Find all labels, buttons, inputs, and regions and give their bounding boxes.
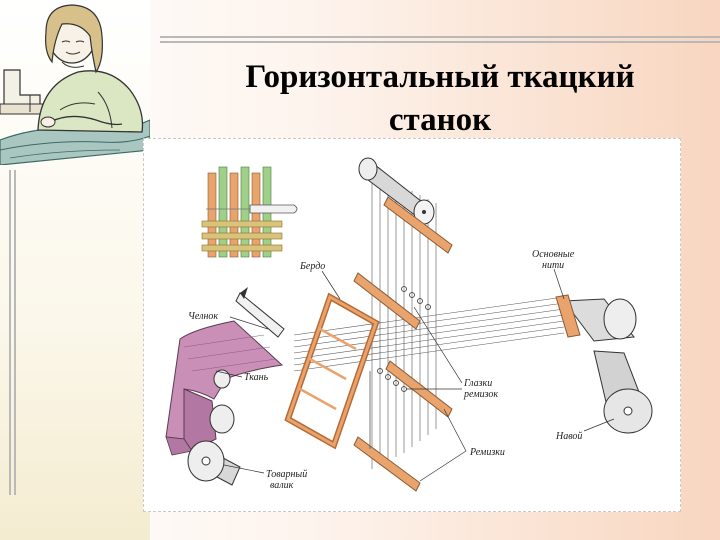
label-tovarny-line-2: валик [270, 480, 294, 491]
reed-frame [284, 292, 380, 450]
heddle-frame-lower [353, 360, 453, 492]
heddle-eyes [377, 286, 431, 392]
loom-diagram: Бердо Основные нити Челнок Ткань Глазки … [143, 138, 681, 512]
label-berdo: Бердо [299, 261, 325, 272]
top-roller [358, 157, 435, 225]
loom-diagram-drawing: Бердо Основные нити Челнок Ткань Глазки … [165, 157, 653, 492]
slide-title-line-2: станок [388, 101, 492, 138]
shuttle [235, 287, 285, 338]
cloth-roller [187, 369, 241, 486]
label-chelnok: Челнок [188, 311, 218, 322]
label-remizki: Ремизки [469, 447, 505, 458]
label-glazki-line-2: ремизок [463, 389, 498, 400]
left-decor-band [0, 0, 151, 540]
slide-title-line-1: Горизонтальный ткацкий [245, 59, 635, 95]
slide-title: Горизонтальный ткацкий станок [180, 56, 700, 142]
label-osnovnye-line-2: нити [542, 260, 564, 271]
label-tkan: Ткань [244, 372, 269, 383]
weave-pattern-inset [201, 166, 298, 258]
left-vertical-rule-1 [9, 170, 11, 495]
top-horizontal-rule-2 [160, 41, 720, 43]
label-glazki-line-1: Глазки [463, 378, 492, 389]
leader-lines [215, 268, 615, 482]
left-vertical-rule-2 [14, 170, 16, 495]
warp-beam [555, 294, 653, 434]
label-navoy: Навой [555, 431, 582, 442]
label-tovarny-line-1: Товарный [266, 469, 307, 480]
seamstress-illustration [0, 4, 151, 166]
top-horizontal-rule-1 [160, 36, 720, 38]
label-osnovnye-line-1: Основные [532, 249, 575, 260]
heddle-frame-upper [353, 196, 453, 330]
